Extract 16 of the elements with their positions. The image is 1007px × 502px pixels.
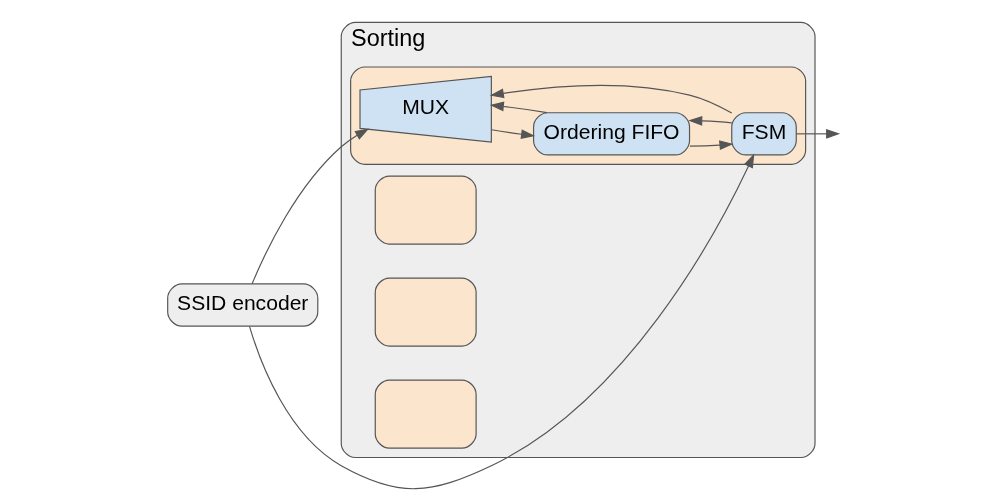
node-box [374, 175, 477, 245]
arrow [689, 140, 734, 151]
cluster [350, 66, 807, 165]
node-box [374, 379, 477, 449]
node-box: MUX [359, 75, 492, 143]
node-box: Ordering FIFO [533, 112, 691, 156]
node-box [374, 277, 477, 347]
arrow [489, 84, 733, 114]
arrow [795, 128, 841, 139]
arrow [251, 128, 370, 285]
node-box: FSM [731, 112, 797, 156]
arrow [688, 115, 733, 126]
node-box: SSID encoder [167, 283, 319, 327]
arrow [490, 129, 536, 140]
arrow [249, 153, 755, 490]
arrow [489, 101, 548, 114]
